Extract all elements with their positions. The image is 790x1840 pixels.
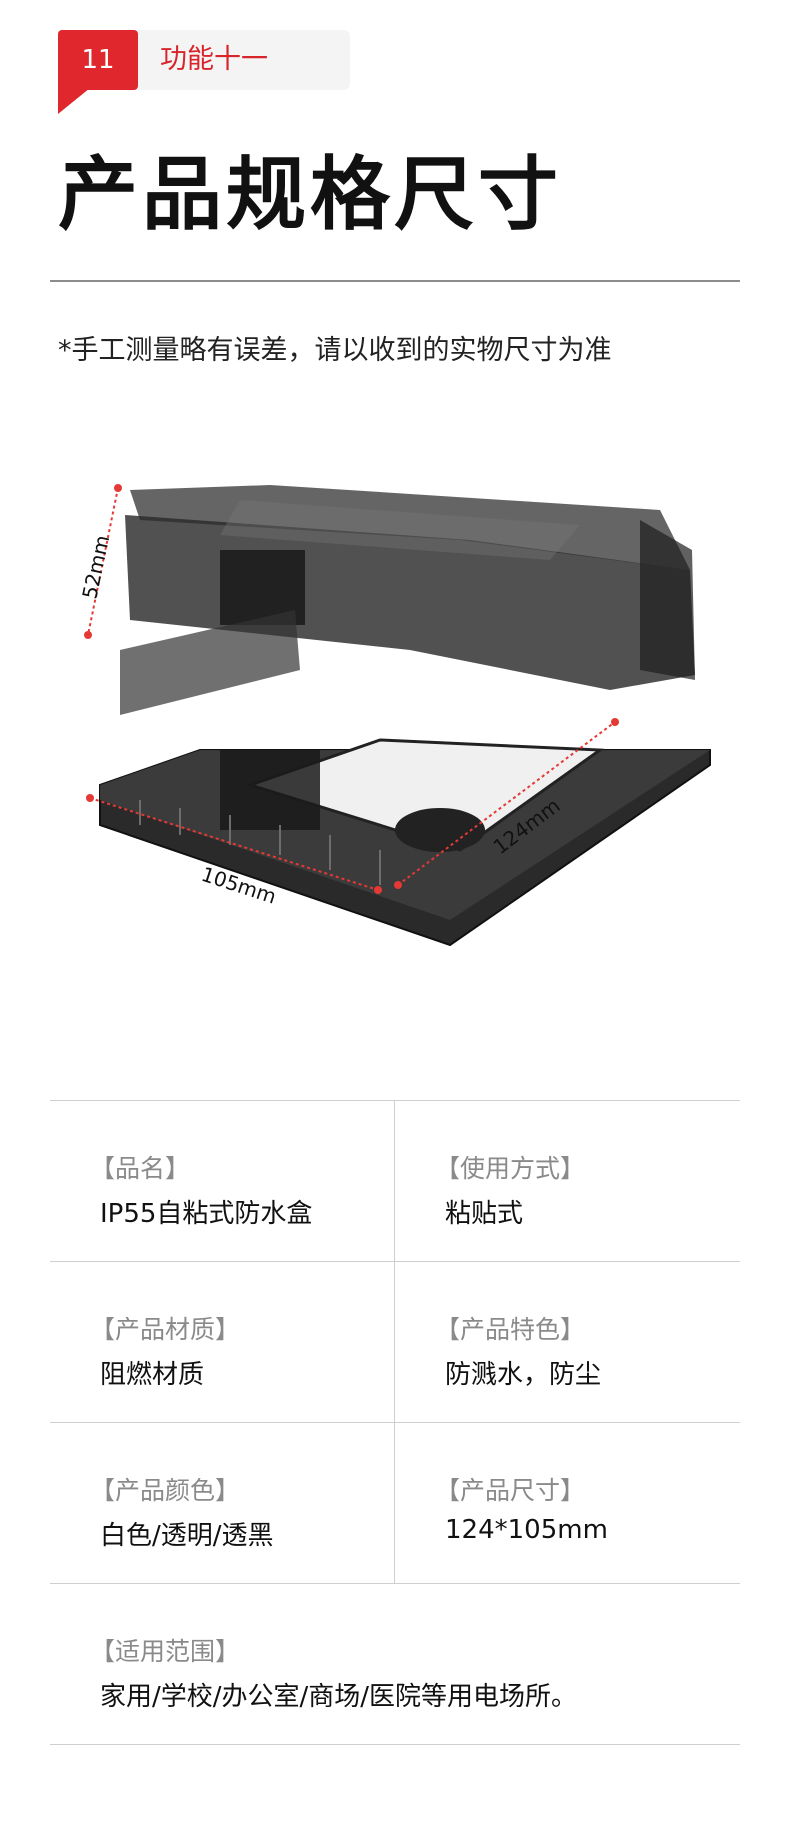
base-ribs [139, 800, 381, 885]
spec-value: 粘贴式 [445, 1199, 524, 1229]
title-divider [50, 280, 740, 282]
spec-value: 白色/透明/透黑 [100, 1521, 274, 1551]
spec-label: 【使用方式】 [435, 1154, 586, 1183]
page-title: 产品规格尺寸 [58, 148, 562, 241]
spec-value: 124*105mm [445, 1515, 608, 1545]
spec-value: 家用/学校/办公室/商场/医院等用电场所。 [100, 1682, 578, 1712]
left-wall [120, 610, 300, 715]
badge-number: 11 [58, 30, 138, 90]
width-dot-left [86, 794, 94, 802]
spec-cell-usage: 【使用方式】 粘贴式 [394, 1101, 741, 1261]
badge-label: 功能十一 [138, 30, 350, 90]
height-label: 52mm [80, 533, 114, 601]
spec-row: 【产品颜色】 白色/透明/透黑 【产品尺寸】 124*105mm [50, 1422, 740, 1583]
height-dot-bottom [84, 631, 92, 639]
spec-value: 防溅水，防尘 [445, 1360, 602, 1390]
spec-table: 【品名】 IP55自粘式防水盒 【使用方式】 粘贴式 【产品材质】 阻燃材质 【… [50, 1100, 740, 1745]
badge-tail [58, 88, 90, 114]
length-dot-right [611, 718, 619, 726]
product-image: 52mm 105mm 124mm [80, 484, 711, 947]
spec-row: 【品名】 IP55自粘式防水盒 【使用方式】 粘贴式 [50, 1100, 740, 1261]
spec-label: 【产品特色】 [435, 1315, 586, 1344]
spec-label: 【品名】 [90, 1154, 191, 1183]
socket-block [220, 750, 320, 830]
base-opening [245, 738, 605, 852]
socket-hole [395, 808, 485, 852]
spec-row: 【产品材质】 阻燃材质 【产品特色】 防溅水，防尘 [50, 1261, 740, 1422]
height-dot-top [114, 484, 122, 492]
spec-row: 【适用范围】 家用/学校/办公室/商场/医院等用电场所。 [50, 1583, 740, 1745]
width-dimension-line [89, 797, 379, 891]
measurement-note: *手工测量略有误差，请以收到的实物尺寸为准 [58, 335, 612, 366]
width-dot-right [374, 886, 382, 894]
spec-label: 【适用范围】 [90, 1637, 241, 1666]
length-dot-left [394, 881, 402, 889]
lid-side [640, 520, 695, 680]
lid-top [130, 485, 690, 570]
spec-value: IP55自粘式防水盒 [100, 1199, 313, 1229]
spec-value: 阻燃材质 [100, 1360, 205, 1390]
lid-shine [220, 500, 580, 560]
spec-cell-feature: 【产品特色】 防溅水，防尘 [394, 1262, 741, 1422]
spec-cell-scope: 【适用范围】 家用/学校/办公室/商场/医院等用电场所。 [50, 1584, 740, 1744]
spec-cell-color: 【产品颜色】 白色/透明/透黑 [50, 1423, 394, 1583]
spec-label: 【产品尺寸】 [435, 1476, 586, 1505]
spec-label: 【产品颜色】 [90, 1476, 241, 1505]
spec-label: 【产品材质】 [90, 1315, 241, 1344]
spec-cell-name: 【品名】 IP55自粘式防水盒 [50, 1101, 394, 1261]
height-dimension-line [87, 487, 119, 636]
spec-cell-size: 【产品尺寸】 124*105mm [394, 1423, 741, 1583]
spec-cell-material: 【产品材质】 阻燃材质 [50, 1262, 394, 1422]
